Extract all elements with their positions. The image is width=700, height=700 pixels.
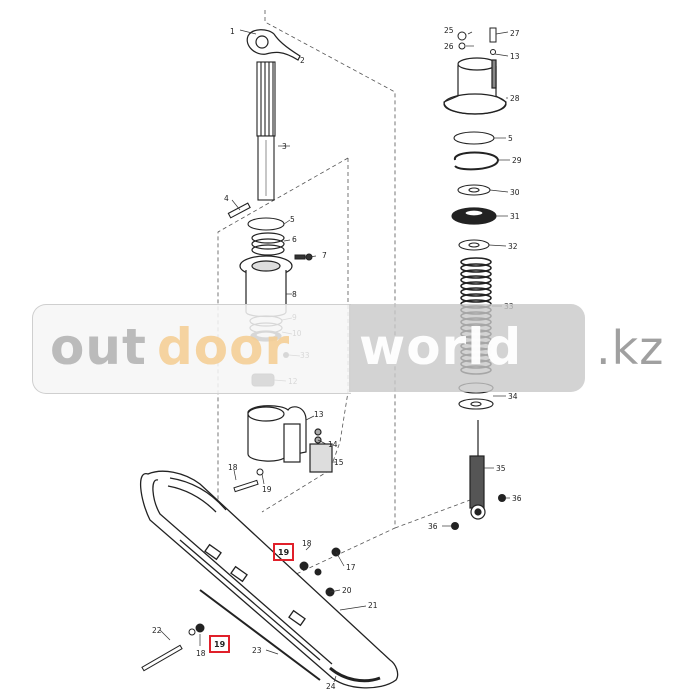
part-label: 1 [230, 27, 235, 36]
part-label: 19 [262, 485, 272, 494]
nuts-part-36 [451, 494, 506, 530]
part-label: 32 [508, 242, 518, 251]
part-label: 30 [510, 188, 520, 197]
highlighted-part-label: 19 [278, 548, 290, 557]
small-hardware-parts-25-27 [457, 27, 497, 55]
splined-shaft-part-3 [256, 61, 276, 201]
highlight-frame [209, 635, 230, 653]
part-label: 13 [314, 410, 324, 419]
watermark-panel-left [32, 304, 351, 394]
part-label: 20 [342, 586, 352, 595]
washer-part-32 [458, 239, 490, 251]
washer-part-30 [457, 184, 491, 196]
mount-part-31 [451, 207, 497, 225]
spring-coil [460, 257, 492, 267]
spring-coil [460, 287, 492, 297]
circlip-part-29 [454, 151, 500, 171]
part-label: 18 [196, 649, 206, 658]
part-label: 8 [292, 290, 297, 299]
spring-part-6 [251, 232, 285, 256]
part-label: 18 [302, 539, 312, 548]
watermark-text-out: out [50, 318, 147, 376]
part-label: 29 [512, 156, 522, 165]
part-label: 18 [228, 463, 238, 472]
shock-absorber-part-35 [469, 420, 486, 520]
part-label: 28 [510, 94, 520, 103]
spring-coil [460, 269, 492, 279]
spring-coil [460, 293, 492, 303]
washer-part-5 [247, 217, 285, 231]
part-label: 36 [512, 494, 522, 503]
ski-assembly-part-21 [139, 470, 399, 689]
highlight-frame [273, 543, 294, 561]
leader-lines [159, 29, 510, 683]
part-label: 25 [444, 26, 454, 35]
part-label: 4 [224, 194, 229, 203]
bracket-part-13-15 [247, 405, 333, 473]
part-label: 7 [322, 251, 327, 260]
part-label: 3 [282, 142, 287, 151]
part-label: 13 [510, 52, 520, 61]
pin-part-4 [227, 202, 251, 219]
part-label: 5 [290, 215, 295, 224]
bolt-part-18-upper [233, 468, 264, 493]
watermark-text-door: door [157, 318, 291, 376]
wrench-part-1 [246, 29, 301, 61]
part-label: 5 [508, 134, 513, 143]
highlight-box-19-lower: 19 [209, 635, 230, 653]
watermark-text-world: world [359, 318, 523, 376]
spring-coil [460, 275, 492, 285]
watermark-text-kz: .kz [596, 321, 665, 375]
spring-coil [460, 263, 492, 273]
part-label: 31 [510, 212, 520, 221]
ring-part-5-right [453, 131, 495, 145]
part-label: 15 [334, 458, 344, 467]
bolt-part-22 [141, 644, 183, 672]
part-label: 26 [444, 42, 454, 51]
highlighted-part-label: 19 [214, 640, 226, 649]
watermark-panel-right [349, 304, 585, 392]
spring-coil [460, 281, 492, 291]
part-label: 17 [346, 563, 356, 572]
part-label: 34 [508, 392, 518, 401]
highlight-box-19-upper: 19 [273, 543, 294, 561]
part-label: 21 [368, 601, 378, 610]
part-label: 35 [496, 464, 506, 473]
cap-part-28 [443, 57, 507, 115]
part-label: 2 [300, 56, 305, 65]
part-label: 23 [252, 646, 262, 655]
part-label: 14 [328, 440, 338, 449]
part-label: 24 [326, 682, 336, 691]
part-label: 22 [152, 626, 162, 635]
part-label: 6 [292, 235, 297, 244]
part-label: 36 [428, 522, 438, 531]
part-label: 27 [510, 29, 520, 38]
ski-hardware [188, 547, 341, 636]
